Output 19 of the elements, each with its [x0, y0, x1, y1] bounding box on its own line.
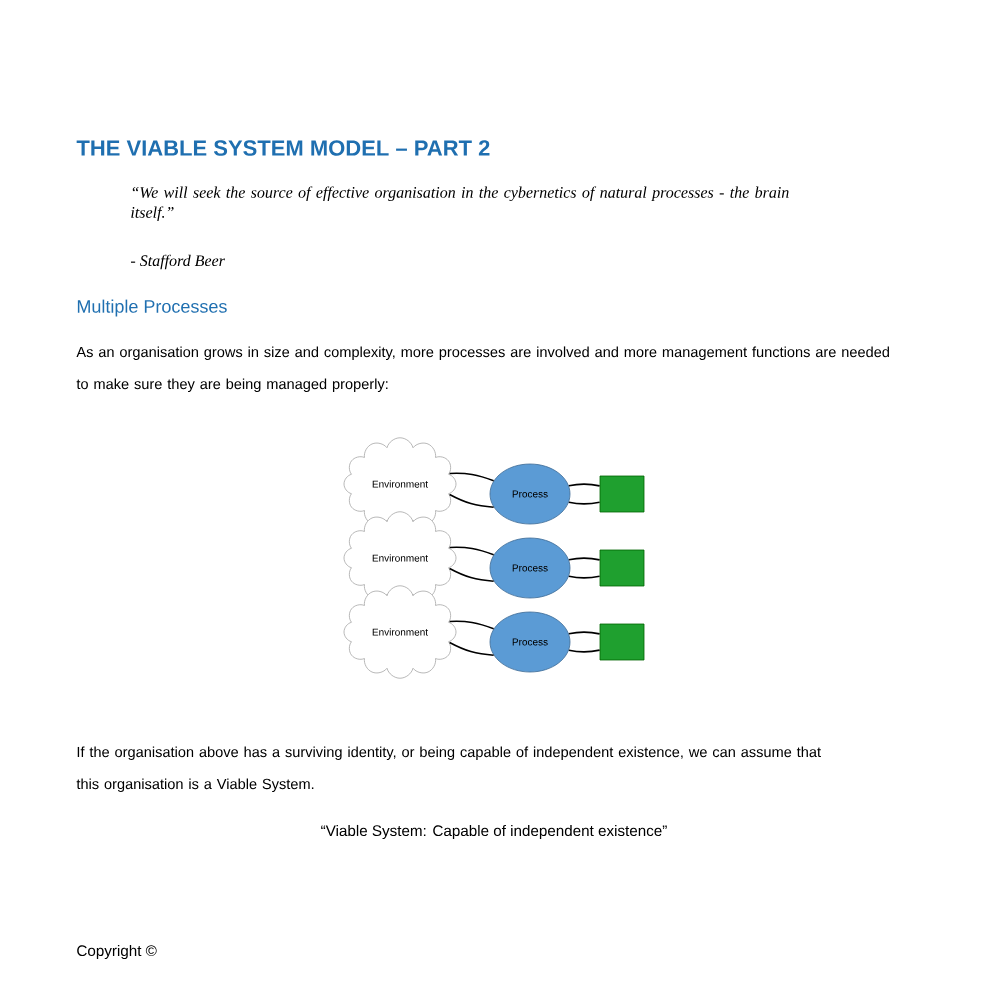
connector-line	[448, 546, 495, 556]
connector-line	[448, 641, 495, 657]
title: THE VIABLE SYSTEM MODEL – PART 2	[76, 140, 490, 156]
connector-line	[568, 501, 601, 505]
connector-line	[448, 620, 495, 630]
connector-line	[568, 557, 601, 561]
management-box	[599, 475, 645, 513]
connector-line	[568, 649, 601, 653]
quote-author: - Stafford Beer	[131, 254, 225, 270]
section-heading: Multiple Processes	[77, 299, 227, 317]
management-box	[599, 549, 645, 587]
connector-line	[568, 483, 601, 487]
quote: “We will seek the source of effective organisation in the cybernetics of natural processes - the brain itself.”	[131, 186, 789, 222]
connector-line	[448, 493, 495, 509]
connector-line	[448, 472, 495, 482]
management-box	[599, 623, 645, 661]
connector-line	[568, 631, 601, 635]
connector-line	[448, 567, 495, 583]
connector-line	[568, 575, 601, 579]
